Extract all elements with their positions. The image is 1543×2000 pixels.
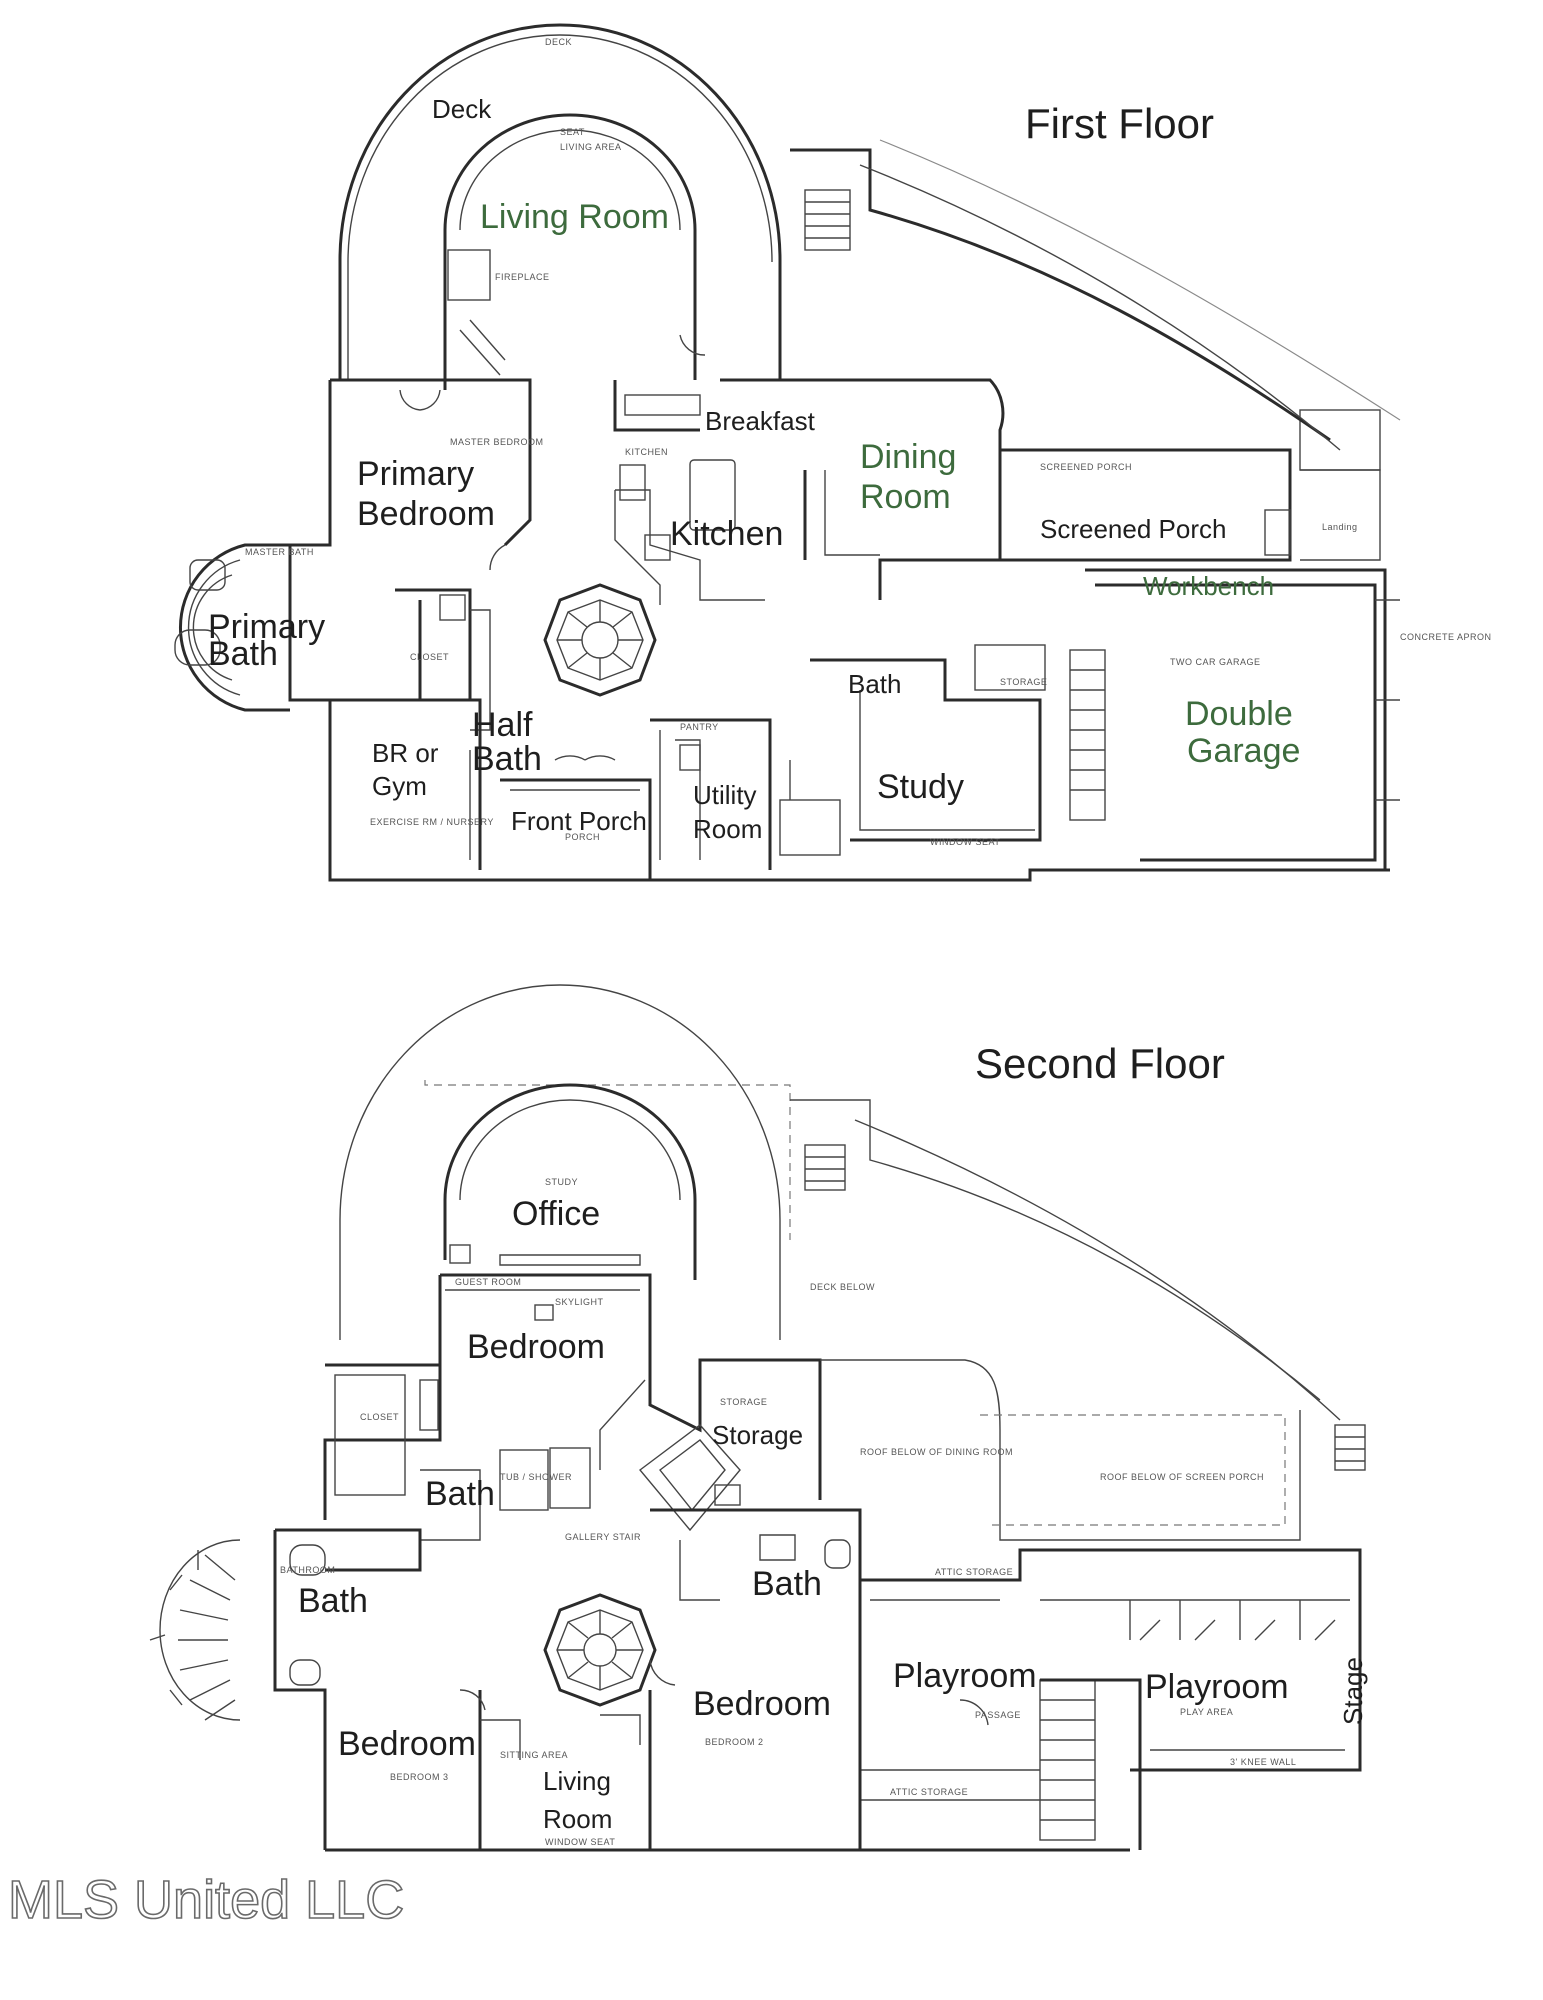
- label-workbench: Workbench: [1143, 571, 1274, 601]
- note-kitchen: KITCHEN: [625, 447, 668, 457]
- label-living-room-2: Room: [543, 1804, 612, 1834]
- label-primary-bedroom-2: Bedroom: [357, 495, 495, 533]
- note-tub-shower: TUB / SHOWER: [500, 1472, 572, 1482]
- label-bath-center: Bath: [425, 1475, 495, 1513]
- label-kitchen: Kitchen: [670, 515, 783, 553]
- first-floor-title: First Floor: [1025, 100, 1214, 147]
- note-sitting-area: SITTING AREA: [500, 1750, 568, 1760]
- note-master-bath: MASTER BATH: [245, 547, 314, 557]
- label-front-porch: Front Porch: [511, 806, 647, 836]
- primary-bath-round: [178, 543, 290, 712]
- deck-below-arch: [339, 984, 781, 1340]
- living-room-arch: [443, 113, 697, 390]
- note-concrete-apron: CONCRETE APRON: [1400, 632, 1492, 642]
- note-window-seat-1: WINDOW SEAT: [930, 837, 1000, 847]
- label-bedroom-left: Bedroom: [338, 1725, 476, 1763]
- note-roof-dining: ROOF BELOW OF DINING ROOM: [860, 1447, 1013, 1457]
- label-utility-room-2: Room: [693, 814, 762, 844]
- label-primary-bath-1: Primary: [208, 608, 325, 646]
- note-exercise-rm: EXERCISE RM / NURSERY: [370, 817, 494, 827]
- watermark-text: MLS United LLC: [8, 1870, 404, 1930]
- note-attic-storage-2: ATTIC STORAGE: [890, 1787, 968, 1797]
- note-storage: STORAGE: [1000, 677, 1047, 687]
- label-deck: Deck: [432, 94, 492, 124]
- label-double-garage-2: Garage: [1187, 732, 1300, 770]
- deck-arch: [338, 23, 782, 380]
- note-window-seat-2: WINDOW SEAT: [545, 1837, 615, 1847]
- label-stage: Stage: [1338, 1657, 1368, 1725]
- label-living-room: Living Room: [480, 198, 669, 236]
- note-bedroom-2: BEDROOM 2: [705, 1737, 764, 1747]
- label-bath-left: Bath: [298, 1582, 368, 1620]
- note-pantry: PANTRY: [680, 722, 719, 732]
- note-landing: Landing: [1322, 522, 1358, 532]
- label-living-room-1: Living: [543, 1766, 611, 1796]
- note-two-car-garage: TWO CAR GARAGE: [1170, 657, 1261, 667]
- fireplace: [447, 249, 491, 301]
- label-playroom-2: Playroom: [1145, 1668, 1289, 1706]
- gallery-stair-octagon: [543, 1593, 657, 1707]
- note-screened-porch: SCREENED PORCH: [1040, 462, 1132, 472]
- note-deck-below: DECK BELOW: [810, 1282, 875, 1292]
- note-porch: PORCH: [565, 832, 600, 842]
- first-floor-plan: [174, 23, 1401, 882]
- label-dining-room-2: Room: [860, 478, 951, 516]
- label-bedroom-right: Bedroom: [693, 1685, 831, 1723]
- note-gallery-stair: GALLERY STAIR: [565, 1532, 641, 1542]
- label-breakfast: Breakfast: [705, 406, 816, 436]
- note-bathroom: BATHROOM: [280, 1565, 335, 1575]
- note-passage: PASSAGE: [975, 1710, 1021, 1720]
- note-master-bedroom: MASTER BEDROOM: [450, 437, 544, 447]
- note-attic-storage-1: ATTIC STORAGE: [935, 1567, 1013, 1577]
- sunburst-deck: [149, 1539, 241, 1721]
- label-playroom-1: Playroom: [893, 1657, 1037, 1695]
- note-seat: SEAT: [560, 127, 585, 137]
- office-arch: [443, 1083, 697, 1280]
- label-half-bath-2: Bath: [472, 740, 542, 778]
- label-br-gym-1: BR or: [372, 738, 439, 768]
- label-double-garage-1: Double: [1185, 695, 1293, 733]
- second-floor-title: Second Floor: [975, 1040, 1225, 1087]
- note-roof-screen: ROOF BELOW OF SCREEN PORCH: [1100, 1472, 1264, 1482]
- label-utility-room-1: Utility: [693, 780, 757, 810]
- note-closet-2: CLOSET: [360, 1412, 399, 1422]
- label-bath-first: Bath: [848, 669, 902, 699]
- stair-gallery-octagon: [543, 583, 657, 697]
- note-bedroom-3: BEDROOM 3: [390, 1772, 449, 1782]
- note-fireplace: FIREPLACE: [495, 272, 550, 282]
- second-floor-plan: [149, 984, 1366, 1852]
- note-closet: CLOSET: [410, 652, 449, 662]
- label-storage: Storage: [712, 1420, 803, 1450]
- note-study: STUDY: [545, 1177, 578, 1187]
- label-study: Study: [877, 768, 964, 806]
- label-office: Office: [512, 1195, 600, 1233]
- note-deck-top: DECK: [545, 37, 572, 47]
- note-living-area: LIVING AREA: [560, 142, 622, 152]
- label-half-bath-1: Half: [472, 706, 533, 744]
- label-bedroom-top: Bedroom: [467, 1328, 605, 1366]
- label-bath-right: Bath: [752, 1565, 822, 1603]
- label-primary-bedroom-1: Primary: [357, 455, 474, 493]
- note-play-area: PLAY AREA: [1180, 1707, 1233, 1717]
- note-guest-room: GUEST ROOM: [455, 1277, 521, 1287]
- label-br-gym-2: Gym: [372, 771, 427, 801]
- note-skylight: SKYLIGHT: [555, 1297, 604, 1307]
- technical-annotations: DECK LIVING AREA SEAT FIREPLACE MASTER B…: [245, 37, 1492, 1847]
- note-storage-2: STORAGE: [720, 1397, 767, 1407]
- note-knee-wall: 3' KNEE WALL: [1230, 1757, 1296, 1767]
- label-primary-bath-2: Bath: [208, 635, 278, 673]
- label-dining-room-1: Dining: [860, 438, 956, 476]
- label-screened-porch: Screened Porch: [1040, 514, 1226, 544]
